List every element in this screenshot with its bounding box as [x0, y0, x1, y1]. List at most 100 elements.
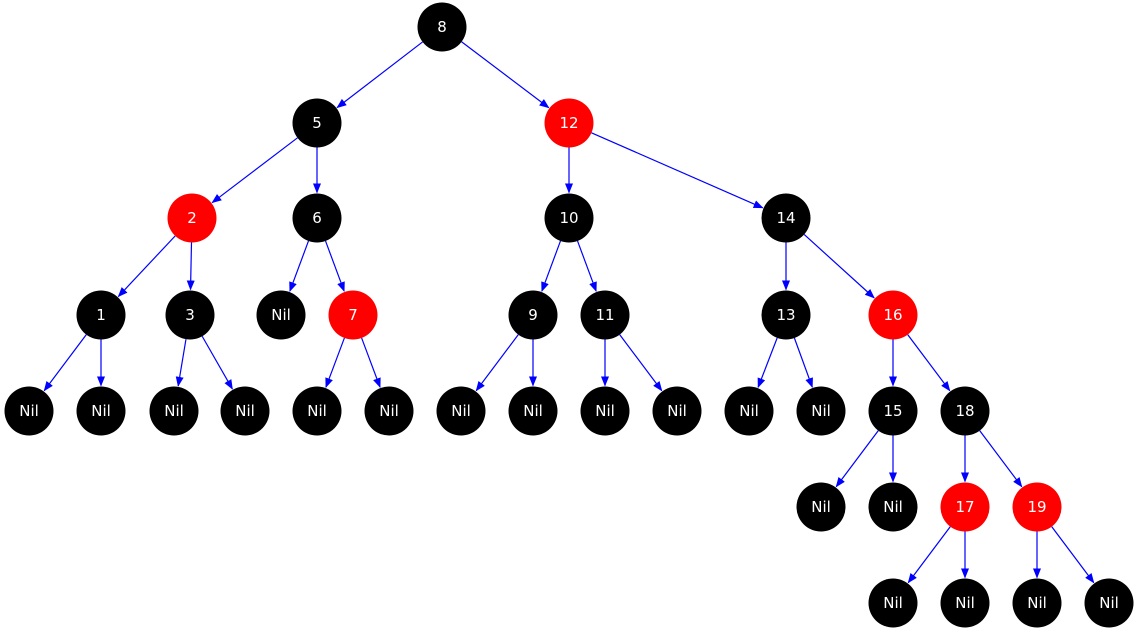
nil-node: Nil: [724, 386, 774, 436]
nil-node: Nil: [580, 386, 630, 436]
black-node-circle: [652, 386, 702, 436]
edge-n10-n9: [541, 240, 562, 293]
red-node-circle: [940, 482, 990, 532]
tree-node-16: 16: [868, 290, 918, 340]
edge-n18-n19: [979, 430, 1023, 488]
node-label: Nil: [91, 402, 111, 420]
black-node-circle: [868, 578, 918, 628]
black-node-circle: [165, 290, 215, 340]
node-label: Nil: [667, 402, 687, 420]
black-node-circle: [508, 386, 558, 436]
node-label: 13: [776, 306, 795, 324]
node-label: 16: [883, 306, 902, 324]
tree-node-10: 10: [544, 193, 594, 243]
red-node-circle: [868, 290, 918, 340]
nil-node: Nil: [868, 482, 918, 532]
edge-n7-nil7b: [361, 337, 381, 389]
black-node-circle: [292, 386, 342, 436]
node-label: 12: [559, 114, 578, 132]
edge-n9-nil9a: [475, 334, 519, 392]
nil-node: Nil: [652, 386, 702, 436]
tree-node-11: 11: [580, 290, 630, 340]
node-label: Nil: [739, 402, 759, 420]
nil-node: Nil: [1012, 578, 1062, 628]
node-label: 11: [595, 306, 614, 324]
node-label: 15: [883, 402, 902, 420]
edge-n13-nil13b: [793, 337, 813, 388]
tree-node-17: 17: [940, 482, 990, 532]
red-node-circle: [544, 98, 594, 148]
black-node-circle: [76, 290, 126, 340]
black-node-circle: [292, 98, 342, 148]
node-label: 6: [312, 209, 322, 227]
node-label: Nil: [523, 402, 543, 420]
tree-node-6: 6: [292, 193, 342, 243]
edge-n19-nil19b: [1051, 526, 1095, 584]
nil-node: Nil: [76, 386, 126, 436]
edge-n5-n2: [211, 137, 298, 204]
nil-node: Nil: [256, 290, 306, 340]
node-label: Nil: [595, 402, 615, 420]
node-label: Nil: [19, 402, 39, 420]
black-node-circle: [4, 386, 54, 436]
black-node-circle: [436, 386, 486, 436]
edge-n1-nil1a: [43, 334, 87, 392]
node-label: 5: [312, 114, 322, 132]
node-label: 14: [776, 209, 795, 227]
edge-n2-n1: [117, 235, 176, 298]
node-label: Nil: [1027, 594, 1047, 612]
node-label: 18: [955, 402, 974, 420]
edge-n10-n11: [576, 240, 597, 293]
edge-n16-n18: [907, 334, 951, 392]
black-node-circle: [149, 386, 199, 436]
black-node-circle: [724, 386, 774, 436]
black-node-circle: [761, 193, 811, 243]
nil-node: Nil: [508, 386, 558, 436]
tree-node-8: 8: [417, 2, 467, 52]
tree-node-3: 3: [165, 290, 215, 340]
black-node-circle: [868, 482, 918, 532]
black-node-circle: [796, 386, 846, 436]
black-node-circle: [1084, 578, 1134, 628]
node-label: Nil: [235, 402, 255, 420]
edge-n6-n7: [324, 240, 345, 293]
edge-n15-nil15a: [835, 430, 879, 488]
black-node-circle: [868, 386, 918, 436]
edge-n8-n5: [336, 41, 423, 109]
red-node-circle: [328, 290, 378, 340]
black-node-circle: [761, 290, 811, 340]
nil-node: Nil: [220, 386, 270, 436]
black-node-circle: [76, 386, 126, 436]
node-label: Nil: [811, 498, 831, 516]
edge-n6-nil6: [289, 240, 310, 293]
black-node-circle: [256, 290, 306, 340]
nil-node: Nil: [4, 386, 54, 436]
edge-n2-n3: [186, 242, 195, 291]
node-label: 17: [955, 498, 974, 516]
edge-n11-nil11b: [619, 334, 663, 392]
black-node-circle: [1012, 578, 1062, 628]
tree-node-5: 5: [292, 98, 342, 148]
node-label: Nil: [955, 594, 975, 612]
edge-n13-nil13a: [757, 337, 778, 389]
node-label: Nil: [451, 402, 471, 420]
tree-node-1: 1: [76, 290, 126, 340]
black-node-circle: [508, 290, 558, 340]
black-node-circle: [580, 386, 630, 436]
tree-node-9: 9: [508, 290, 558, 340]
nil-node: Nil: [292, 386, 342, 436]
tree-node-13: 13: [761, 290, 811, 340]
red-node-circle: [167, 193, 217, 243]
black-node-circle: [292, 193, 342, 243]
nil-node: Nil: [364, 386, 414, 436]
tree-node-19: 19: [1012, 482, 1062, 532]
black-node-circle: [940, 386, 990, 436]
nil-node: Nil: [796, 482, 846, 532]
nil-node: Nil: [868, 578, 918, 628]
node-label: 3: [185, 306, 195, 324]
black-node-circle: [544, 193, 594, 243]
node-label: Nil: [164, 402, 184, 420]
nil-node: Nil: [149, 386, 199, 436]
